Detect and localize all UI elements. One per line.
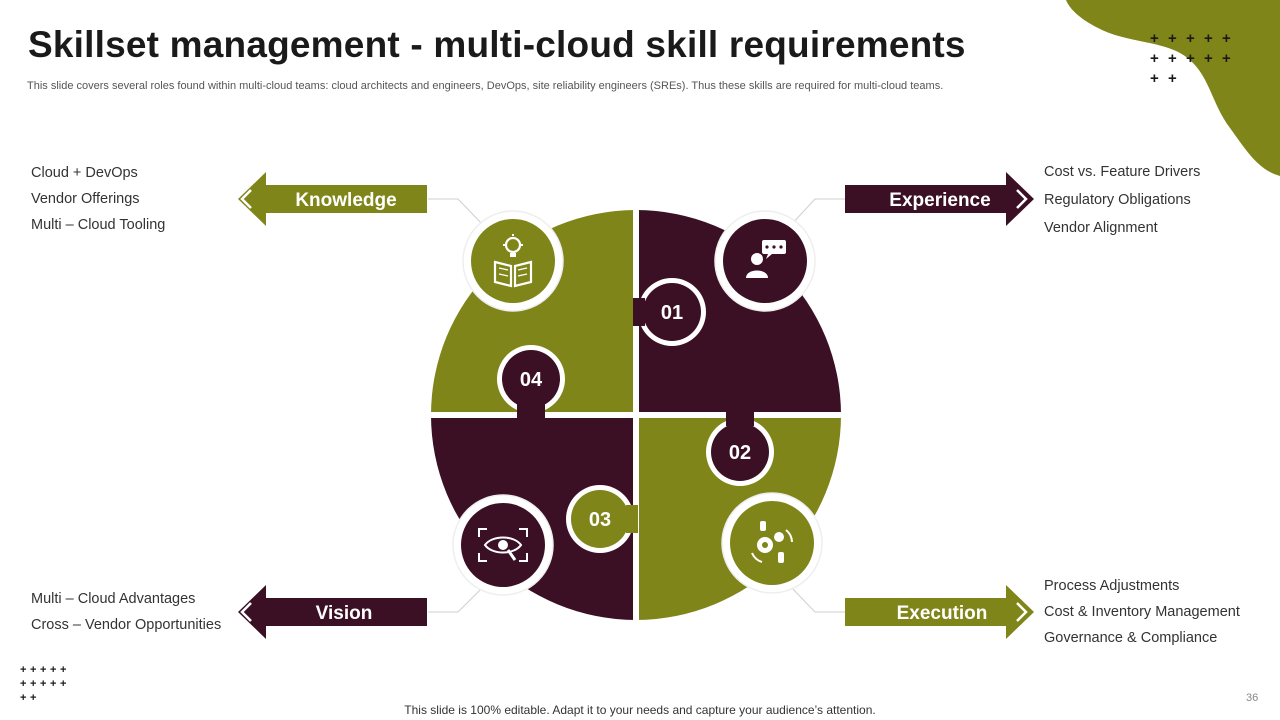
vision-icon-circle <box>452 494 554 596</box>
number-03: 03 <box>589 509 611 531</box>
vision-label: Vision <box>316 603 373 624</box>
knowledge-label: Knowledge <box>295 190 396 211</box>
list-item: Cost & Inventory Management <box>1044 604 1240 620</box>
slide-title: Skillset management - multi-cloud skill … <box>28 24 966 65</box>
list-item: Multi – Cloud Advantages <box>31 591 196 607</box>
number-04: 04 <box>520 369 543 391</box>
execution-icon-circle <box>721 492 823 594</box>
execution-arrow: Execution <box>845 585 1034 639</box>
experience-arrow: Experience <box>845 172 1034 226</box>
knowledge-items: Cloud + DevOps Vendor Offerings Multi – … <box>31 160 165 238</box>
plus-pattern-decoration: +++++ +++++ ++ <box>1150 30 1231 87</box>
eye-search-icon <box>478 528 528 562</box>
page-number: 36 <box>1246 692 1259 704</box>
dot-pattern-decoration: +++++ +++++ ++ <box>20 664 67 704</box>
slide-footer: This slide is 100% editable. Adapt it to… <box>404 703 876 717</box>
vision-arrow: Vision <box>238 585 427 639</box>
execution-label: Execution <box>897 603 988 624</box>
puzzle-tab-02: 02 <box>706 412 774 486</box>
list-item: Cross – Vendor Opportunities <box>31 617 222 633</box>
brain-book-icon <box>493 234 533 288</box>
list-item: Cost vs. Feature Drivers <box>1044 164 1201 180</box>
list-item: Process Adjustments <box>1044 578 1180 594</box>
experience-label: Experience <box>889 190 990 211</box>
slide-subtitle: This slide covers several roles found wi… <box>27 80 944 92</box>
experience-icon-circle <box>714 210 816 312</box>
list-item: Multi – Cloud Tooling <box>31 217 166 233</box>
knowledge-arrow: Knowledge <box>238 172 427 226</box>
number-01: 01 <box>661 302 683 324</box>
number-02: 02 <box>729 442 751 464</box>
execution-items: Process Adjustments Cost & Inventory Man… <box>1044 573 1240 651</box>
connector-lines <box>428 198 845 613</box>
puzzle-tab-03: 03 <box>566 485 638 553</box>
list-item: Cloud + DevOps <box>31 165 138 181</box>
vision-items: Multi – Cloud Advantages Cross – Vendor … <box>31 586 221 638</box>
presenter-rating-icon <box>746 240 786 278</box>
hand-gears-icon <box>751 521 793 563</box>
experience-items: Cost vs. Feature Drivers Regulatory Obli… <box>1044 158 1200 242</box>
list-item: Vendor Offerings <box>31 191 140 207</box>
list-item: Regulatory Obligations <box>1044 192 1191 208</box>
list-item: Vendor Alignment <box>1044 220 1158 236</box>
list-item: Governance & Compliance <box>1044 630 1218 646</box>
knowledge-icon-circle <box>462 210 564 312</box>
puzzle-tab-01: 01 <box>633 278 706 346</box>
puzzle-tab-04: 04 <box>497 345 565 418</box>
